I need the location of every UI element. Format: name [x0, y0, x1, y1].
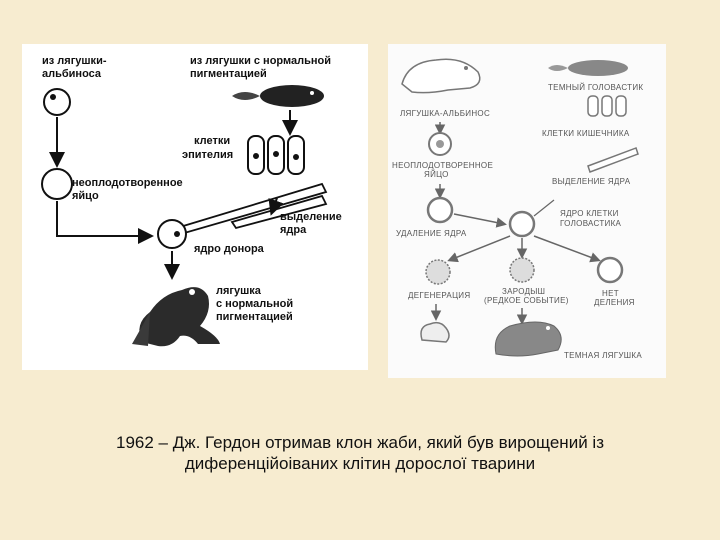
- albino-frog-icon: [401, 58, 481, 94]
- dark-frog-label: ТЕМНАЯ ЛЯГУШКА: [564, 351, 642, 360]
- nucleus-extraction-label: ВЫДЕЛЕНИЕ ЯДРА: [552, 177, 631, 186]
- tadpole-icon: [232, 85, 324, 107]
- transplant-egg-icon: [508, 210, 536, 238]
- albino-frog-label: ЛЯГУШКА-АЛЬБИНОС: [400, 109, 490, 118]
- nucleus-extraction-label-1: выделение: [280, 211, 342, 223]
- caption: 1962 – Дж. Гердон отримав клон жаби, яки…: [40, 432, 680, 474]
- pipette-icon: [587, 147, 639, 173]
- result-frog-label-1: лягушка: [216, 285, 262, 297]
- arrow-egg-to-recipient: [56, 201, 154, 244]
- arrow-to-pipette: [268, 197, 284, 216]
- unfertilized-egg-label-2: ЯЙЦО: [424, 170, 449, 179]
- no-division-label-2: ДЕЛЕНИЯ: [594, 298, 635, 307]
- line-r-1: [533, 199, 555, 217]
- frog-icon: [132, 287, 220, 347]
- albino-source-label-1: из лягушки-: [42, 55, 107, 67]
- caption-line-2: диференційоіваних клітин дорослої тварин…: [184, 454, 536, 473]
- left-diagram-panel: из лягушки- альбиноса из лягушки с норма…: [22, 44, 368, 370]
- recipient-egg-icon: [157, 219, 187, 249]
- dark-tadpole-label: ТЕМНЫЙ ГОЛОВАСТИК: [548, 83, 643, 92]
- embryo-label-1: ЗАРОДЫШ: [502, 287, 545, 296]
- tadpole-nucleus-label-2: ГОЛОВАСТИКА: [560, 219, 622, 228]
- unfertilized-egg-label-2: яйцо: [72, 190, 99, 202]
- no-division-label-1: НЕТ: [602, 289, 619, 298]
- embryo-label-2: (РЕДКОЕ СОБЫТИЕ): [484, 296, 569, 305]
- unfertilized-egg-label-1: НЕОПЛОДОТВОРЕННОЕ: [392, 161, 493, 170]
- unfertilized-egg-icon: [41, 168, 73, 200]
- degeneration-label: ДЕГЕНЕРАЦИЯ: [408, 291, 470, 300]
- unfertilized-egg-label-1: неоплодотворенное: [72, 177, 183, 189]
- right-diagram: ЛЯГУШКА-АЛЬБИНОС ТЕМНЫЙ ГОЛОВАСТИК КЛЕТК…: [392, 58, 643, 360]
- normal-source-label-2: пигментацией: [190, 68, 267, 80]
- right-diagram-panel: ЛЯГУШКА-АЛЬБИНОС ТЕМНЫЙ ГОЛОВАСТИК КЛЕТК…: [388, 44, 666, 378]
- intestine-cells-label: КЛЕТКИ КИШЕЧНИКА: [542, 129, 630, 138]
- albino-egg-icon: [428, 132, 452, 156]
- caption-line-1: 1962 – Дж. Гердон отримав клон жаби, яки…: [116, 433, 604, 452]
- arrow-r-3: [453, 213, 507, 228]
- result-frog-label-2: с нормальной: [216, 298, 293, 310]
- result-frog-label-3: пигментацией: [216, 311, 293, 323]
- tadpole-nucleus-label-1: ЯДРО КЛЕТКИ: [560, 209, 619, 218]
- nucleus-removal-label: УДАЛЕНИЕ ЯДРА: [396, 229, 467, 238]
- dark-frog-icon: [494, 321, 562, 357]
- epithelium-label-2: эпителия: [182, 149, 233, 161]
- degenerated-egg-icon: [425, 259, 451, 285]
- enucleated-egg-icon: [426, 196, 454, 224]
- intestine-cells-icon: [587, 95, 627, 117]
- left-diagram: из лягушки- альбиноса из лягушки с норма…: [41, 55, 342, 347]
- no-division-egg-icon: [596, 256, 624, 284]
- embryo-icon: [509, 257, 535, 283]
- albino-egg-icon: [43, 88, 71, 116]
- epithelium-cells-icon: [247, 135, 305, 175]
- albino-source-label-2: альбиноса: [42, 68, 102, 80]
- donor-nucleus-label: ядро донора: [194, 243, 265, 255]
- dark-tadpole-icon: [548, 60, 628, 76]
- nucleus-extraction-label-2: ядра: [280, 224, 307, 236]
- arrow-r-6: [533, 235, 601, 263]
- degenerated-blob-icon: [420, 321, 450, 343]
- arrow-r-4: [447, 235, 511, 263]
- epithelium-label-1: клетки: [194, 135, 230, 147]
- normal-source-label-1: из лягушки с нормальной: [190, 55, 331, 67]
